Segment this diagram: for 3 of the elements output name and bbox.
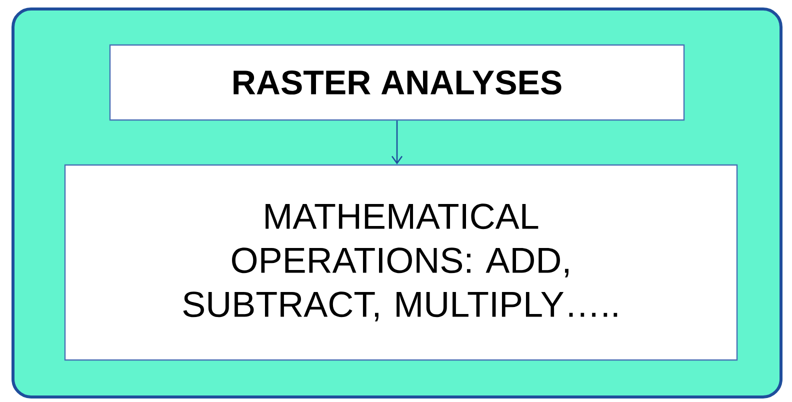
arrow xyxy=(391,120,403,164)
title-box: RASTER ANALYSES xyxy=(109,44,685,121)
process-box: MATHEMATICAL OPERATIONS: ADD, SUBTRACT, MULTIPLY….. xyxy=(64,164,738,361)
